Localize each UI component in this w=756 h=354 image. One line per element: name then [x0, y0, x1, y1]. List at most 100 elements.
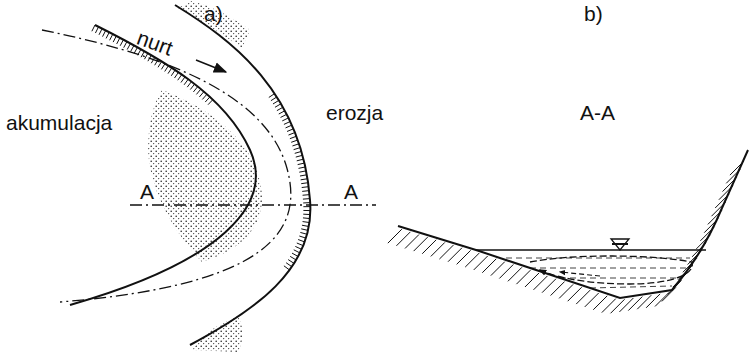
- bank-hatching: [294, 250, 300, 253]
- bank-hatching: [298, 167, 305, 168]
- bank-hatching: [120, 40, 123, 46]
- river-bed: [398, 150, 748, 298]
- water-lines: [506, 258, 690, 288]
- bank-hatching: [168, 68, 172, 74]
- bank-hatching: [196, 89, 200, 94]
- bank-hatching: [124, 41, 127, 47]
- ground-hatching: [388, 229, 402, 243]
- flow-label: nurt: [134, 27, 175, 59]
- ground-hatching: [499, 264, 513, 278]
- bank-hatching: [208, 100, 213, 105]
- ground-hatching: [696, 235, 710, 249]
- bank-hatching: [106, 32, 109, 38]
- bank-hatching: [298, 240, 305, 242]
- bank-hatching: [301, 179, 308, 180]
- bank-hatching: [291, 140, 298, 142]
- bank-hatching: [286, 125, 292, 128]
- ground-hatching: [593, 296, 607, 310]
- thalweg-line: [42, 30, 291, 302]
- bank-hatching: [303, 210, 310, 211]
- ground-hatching: [465, 253, 479, 267]
- panel-label: a): [204, 3, 223, 24]
- bank-hatching: [303, 194, 310, 196]
- bank-hatching: [299, 236, 306, 238]
- bank-hatching: [95, 27, 98, 33]
- bank-hatching: [286, 263, 292, 267]
- ground-hatching: [405, 234, 419, 248]
- bank-hatching: [279, 111, 285, 114]
- ground-hatching: [568, 287, 582, 301]
- bank-hatching: [297, 159, 304, 161]
- bank-hatching: [296, 155, 303, 157]
- bank-hatching: [127, 43, 130, 49]
- section-mark: A: [344, 181, 358, 202]
- ground-hatching: [457, 250, 471, 264]
- ground-hatching: [637, 295, 651, 309]
- bank-hatching: [110, 34, 113, 40]
- bank-hatching: [295, 246, 301, 249]
- ground-hatching: [730, 161, 744, 175]
- bank-hatching: [290, 256, 296, 260]
- bank-hatching: [205, 97, 210, 102]
- bank-hatching: [282, 118, 288, 121]
- bank-hatching: [144, 53, 148, 59]
- ground-hatching: [482, 259, 496, 273]
- deposit: [178, 1, 250, 48]
- bank-hatching: [165, 66, 169, 72]
- bank-hatching: [301, 229, 308, 231]
- section-title: A-A: [580, 102, 615, 123]
- bank-hatching: [202, 94, 207, 99]
- ground-hatching: [662, 287, 676, 301]
- ground-hatching: [646, 294, 660, 308]
- bank-hatching: [301, 182, 308, 184]
- bank-hatching: [178, 75, 182, 81]
- bank-hatching: [92, 25, 95, 31]
- bank-hatching: [269, 94, 275, 98]
- bank-hatching: [284, 266, 290, 270]
- bank-hatching: [158, 61, 162, 67]
- bank-hatching: [303, 202, 310, 203]
- bank-hatching: [287, 129, 293, 132]
- zone-label: erozja: [326, 102, 383, 123]
- bank-hatching: [181, 77, 185, 83]
- bank-hatching: [175, 72, 179, 78]
- cross-section: [388, 150, 748, 313]
- bank-hatching: [290, 136, 297, 138]
- bank-hatching: [284, 121, 290, 124]
- ground-hatching: [559, 284, 573, 298]
- bank-hatching: [302, 190, 309, 192]
- ground-hatching: [422, 240, 436, 254]
- bank-hatching: [271, 97, 277, 101]
- ground-hatching: [534, 276, 548, 290]
- bank-hatching: [273, 100, 279, 104]
- ground-hatching: [525, 273, 539, 287]
- ground-hatching: [576, 290, 590, 304]
- ground-hatching: [619, 298, 633, 312]
- deposit: [192, 316, 243, 352]
- bank-hatching: [303, 198, 310, 200]
- bank-hatching: [288, 260, 294, 264]
- bank-hatching: [117, 38, 120, 44]
- bank-hatching: [303, 221, 310, 223]
- bank-hatching: [298, 163, 305, 165]
- bank-hatching: [297, 243, 303, 246]
- bank-hatching: [295, 151, 302, 153]
- bank-hatching: [303, 214, 310, 215]
- inner-bank: [70, 25, 256, 305]
- bank-hatching: [302, 186, 309, 188]
- panel-label: b): [584, 3, 603, 24]
- water-level-symbol: [612, 243, 628, 245]
- ground-hatching: [491, 262, 505, 276]
- ground-hatching: [667, 280, 681, 294]
- ground-hatching: [431, 242, 445, 256]
- ground-hatching: [439, 245, 453, 259]
- flow-arrow: [196, 60, 226, 72]
- water-surface: [476, 249, 706, 251]
- circulation-flow: [530, 256, 692, 284]
- bank-hatching: [292, 144, 299, 146]
- ground-hatching: [474, 256, 488, 270]
- bank-hatching: [131, 45, 134, 51]
- bank-hatching: [134, 47, 137, 53]
- ground-hatching: [628, 297, 642, 311]
